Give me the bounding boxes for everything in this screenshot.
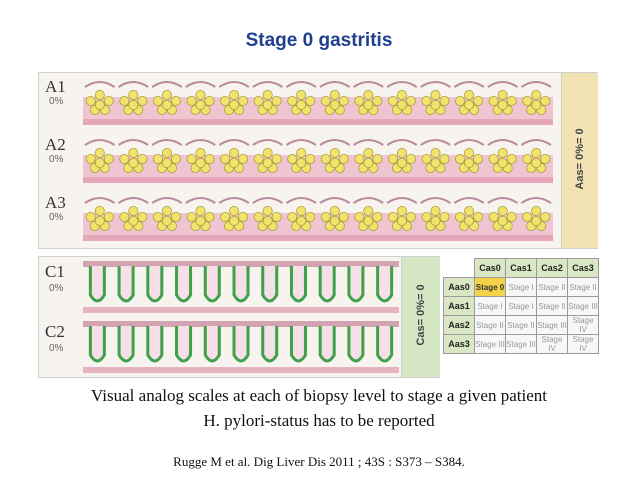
table-header-row: Cas0 Cas1 Cas2 Cas3: [444, 258, 599, 278]
olga-staging-table: Cas0 Cas1 Cas2 Cas3 Aas0 Stage 0 Stage I…: [443, 258, 599, 354]
reference-citation: Rugge M et al. Dig Liver Dis 2011 ; 43S …: [173, 454, 465, 469]
antral-mucosa-illustration: [83, 81, 553, 125]
antrum-row-label: A2: [45, 135, 66, 154]
antrum-row-percentage: 0%: [49, 212, 64, 223]
oxyntic-mucosa-illustration: [83, 261, 399, 313]
column-header: Cas3: [567, 258, 599, 278]
corpus-row-2: C2 0%: [39, 317, 401, 377]
stage-cell: Stage IV: [536, 334, 568, 354]
stage-cell: Stage III: [567, 296, 599, 316]
row-header: Aas3: [443, 334, 475, 354]
table-corner-cell: [444, 259, 475, 278]
stage-cell: Stage II: [536, 296, 568, 316]
antral-mucosa-illustration: [83, 197, 553, 241]
caption-line-1: Visual analog scales at each of biopsy l…: [91, 386, 547, 405]
antrum-row-2: A2 0%: [39, 131, 559, 188]
table-row: Aas3 Stage III Stage III Stage IV Stage …: [443, 334, 599, 354]
corpus-panel: C1 0% C2 0% Cas= 0%= 0: [38, 256, 440, 378]
antrum-row-1: A1 0%: [39, 73, 559, 130]
antrum-score-label: Aas= 0%= 0: [574, 128, 586, 190]
stage-cell: Stage I: [505, 296, 537, 316]
corpus-score-box: Cas= 0%= 0: [401, 257, 440, 377]
caption-line-2: H. pylori-status has to be reported: [203, 411, 435, 430]
column-header: Cas1: [505, 258, 537, 278]
stage-cell: Stage II: [536, 277, 568, 297]
stage-cell: Stage IV: [567, 334, 599, 354]
antrum-row-label: A1: [45, 77, 66, 96]
corpus-row-percentage: 0%: [49, 283, 64, 294]
antrum-row-percentage: 0%: [49, 154, 64, 165]
antrum-row-3: A3 0%: [39, 189, 559, 246]
stage-cell: Stage III: [474, 334, 506, 354]
row-header: Aas0: [443, 277, 475, 297]
stage-cell: Stage III: [536, 315, 568, 335]
corpus-row-percentage: 0%: [49, 343, 64, 354]
corpus-score-label: Cas= 0%= 0: [415, 284, 427, 346]
column-header: Cas0: [474, 258, 506, 278]
antrum-row-percentage: 0%: [49, 96, 64, 107]
table-row: Aas0 Stage 0 Stage I Stage II Stage II: [443, 277, 599, 297]
antrum-row-label: A3: [45, 193, 66, 212]
stage-cell: Stage III: [505, 334, 537, 354]
stage-cell: Stage II: [474, 315, 506, 335]
row-header: Aas2: [443, 315, 475, 335]
stage-cell-highlighted: Stage 0: [474, 277, 506, 297]
table-row: Aas1 Stage I Stage I Stage II Stage III: [443, 296, 599, 316]
page-title: Stage 0 gastritis: [245, 30, 393, 51]
row-header: Aas1: [443, 296, 475, 316]
oxyntic-mucosa-illustration: [83, 321, 399, 373]
corpus-row-1: C1 0%: [39, 257, 401, 317]
table-row: Aas2 Stage II Stage II Stage III Stage I…: [443, 315, 599, 335]
corpus-row-label: C2: [45, 322, 65, 341]
stage-cell: Stage II: [567, 277, 599, 297]
stage-cell: Stage I: [505, 277, 537, 297]
stage-cell: Stage IV: [567, 315, 599, 335]
antral-mucosa-illustration: [83, 139, 553, 183]
stage-cell: Stage I: [474, 296, 506, 316]
stage-cell: Stage II: [505, 315, 537, 335]
antrum-panel: A1 0% A2 0% A3 0% Aas= 0%= 0: [38, 72, 598, 249]
antrum-score-box: Aas= 0%= 0: [561, 73, 598, 248]
corpus-row-label: C1: [45, 262, 65, 281]
column-header: Cas2: [536, 258, 568, 278]
